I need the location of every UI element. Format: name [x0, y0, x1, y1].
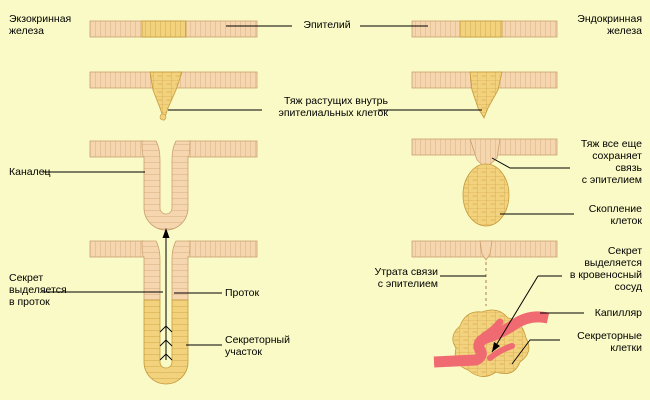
secretion-into-duct-label: Секрет выделяется в проток: [9, 272, 67, 308]
exocrine-cord-stage: [89, 71, 258, 122]
endocrine-capillary-stage: [411, 240, 558, 377]
secretory-part-line-1: Секреторный: [225, 334, 290, 346]
cord-inward-line-2: эпителиальных клеток: [278, 107, 389, 119]
canal-label: Каналец: [9, 166, 51, 178]
epithelium-label: Эпителий: [303, 19, 351, 31]
exocrine-label-line-1: Экзокринная: [9, 13, 72, 25]
secretion-into-blood-label: Секрет выделяется в кровеносный сосуд: [552, 245, 642, 293]
exocrine-canal-stage: [89, 140, 258, 231]
cluster-line-1: Скопление: [588, 203, 642, 215]
cord-still-line-3: связь: [615, 162, 642, 174]
lost-connection-label: Утрата связи с эпителием: [330, 266, 438, 290]
cord-inward-label: Тяж растущих внутрь эпителиальных клеток: [248, 95, 389, 119]
secretory-cells-label: Секреторные клетки: [552, 330, 642, 354]
endocrine-cord-stage: [411, 71, 558, 119]
exocrine-label-line-2: железа: [9, 25, 44, 37]
secretion-duct-line-3: в проток: [9, 296, 50, 308]
endocrine-epithelium-strip: [411, 20, 558, 38]
leader-lines: [42, 25, 584, 365]
secretory-cells-line-2: клетки: [610, 342, 642, 354]
duct-label: Проток: [225, 287, 260, 299]
cord-still-line-4: с эпителием: [581, 174, 642, 186]
secretion-duct-line-1: Секрет: [9, 272, 44, 284]
cord-still-line-2: сохраняет: [592, 150, 642, 162]
cell-cluster-label: Скопление клеток: [560, 203, 642, 227]
secretion-blood-line-1: Секрет: [607, 245, 642, 257]
secretion-blood-line-2: выделяется: [584, 257, 642, 269]
exocrine-duct-stage: [89, 228, 258, 385]
secretory-part-line-2: участок: [225, 346, 262, 358]
secretion-blood-line-4: сосуд: [614, 281, 643, 293]
cord-still-connected-label: Тяж все еще сохраняет связь с эпителием: [560, 138, 642, 186]
secretion-blood-line-3: в кровеносный: [569, 269, 642, 281]
lost-connection-line-2: с эпителием: [377, 278, 438, 290]
endocrine-gland-label: Эндокринная железа: [562, 13, 642, 37]
secretion-duct-line-2: выделяется: [9, 284, 67, 296]
endocrine-label-line-1: Эндокринная: [577, 13, 642, 25]
secretory-cells-line-1: Секреторные: [577, 330, 642, 342]
lost-connection-line-1: Утрата связи: [374, 266, 438, 278]
cord-inward-line-1: Тяж растущих внутрь: [284, 95, 388, 107]
exocrine-gland-label: Экзокринная железа: [9, 13, 71, 37]
exocrine-epithelium-strip: [89, 20, 258, 38]
secretory-part-label: Секреторный участок: [225, 334, 290, 358]
endocrine-label-line-2: железа: [607, 25, 642, 37]
cluster-line-2: клеток: [610, 215, 642, 227]
endocrine-cluster-stage: [411, 138, 558, 227]
cord-still-line-1: Тяж все еще: [580, 138, 642, 150]
capillary-label: Капилляр: [594, 307, 642, 319]
